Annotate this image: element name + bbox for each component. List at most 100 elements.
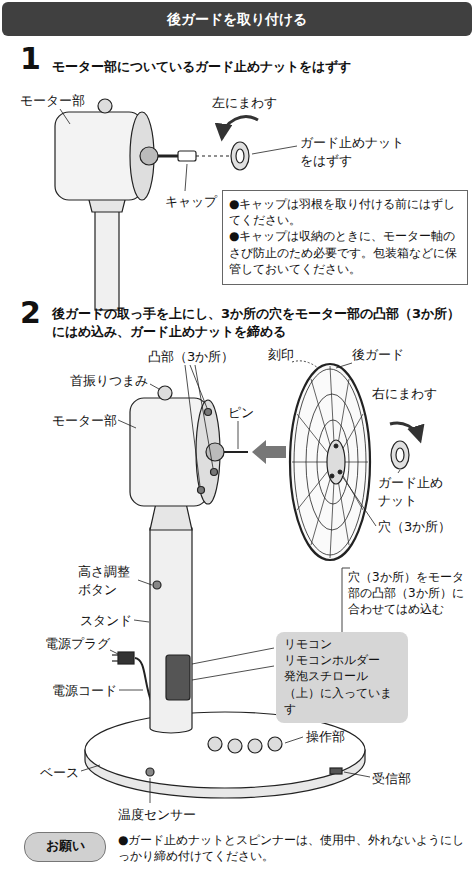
guard-rim	[290, 364, 370, 560]
leader-line	[336, 363, 352, 368]
leader-line	[192, 666, 274, 680]
part-name: モーター部	[52, 412, 117, 430]
box-text: ●キャップは収納のときに、モーター軸のさび防止のため必要です。包装箱などに保管し…	[229, 228, 461, 277]
shaft-cap	[178, 151, 196, 161]
leader-line	[185, 164, 187, 191]
part-name: ガード止めナット	[378, 474, 448, 509]
motor-hub	[140, 147, 158, 165]
guard-hole	[338, 470, 342, 474]
leader-line	[110, 650, 118, 654]
part-name: スタンド	[80, 612, 132, 630]
part-name: 操作部	[306, 728, 345, 746]
remote-holder	[166, 655, 190, 700]
control-button	[228, 739, 242, 753]
part-name: 穴（3か所）	[378, 518, 451, 536]
part-name: 温度センサー	[118, 806, 196, 824]
note-box: ●キャップは羽根を取り付ける前にはずしてください。●キャップは収納のときに、モー…	[222, 190, 468, 285]
motor-neck	[150, 503, 192, 530]
part-name: ピン	[228, 404, 254, 422]
rotate-arrow	[222, 117, 258, 138]
info-box: リモコンリモコンホルダー発泡スチロール（上）に入っています	[276, 632, 408, 723]
leader-line	[195, 365, 213, 468]
step-heading: 後ガードの取っ手を上にし、3か所の穴をモーター部の凸部（3か所）にはめ込み、ガー…	[52, 305, 467, 340]
instruction-label: 左にまわす	[212, 94, 277, 112]
leader-line	[238, 421, 239, 449]
guard-nut-hole	[396, 448, 404, 462]
leader-line	[285, 737, 303, 743]
receiver	[330, 768, 342, 774]
part-name: 高さ調整ボタン	[78, 563, 138, 598]
control-button	[208, 737, 222, 751]
guard-hub	[327, 440, 345, 484]
leader-line	[398, 470, 400, 473]
guard-nut	[231, 142, 249, 170]
rear-guard	[290, 364, 370, 560]
part-name: モーター部	[20, 92, 85, 110]
leader-line	[119, 690, 143, 691]
box-text: リモコン	[284, 636, 400, 652]
boss	[211, 469, 218, 476]
motor-shaft	[158, 155, 178, 158]
instruction-note: 穴（3か所）をモータ部の凸部（3か所）に合わせてはめ込む	[348, 569, 468, 618]
part-name: 首振りつまみ	[70, 372, 148, 390]
leader-line	[81, 765, 100, 771]
guard-nut-hole	[236, 149, 244, 163]
stand-pole	[95, 198, 119, 310]
part-name: 後ガード	[352, 346, 404, 364]
leader-line	[344, 772, 370, 777]
height-button	[153, 581, 161, 589]
part-name: 凸部（3か所）	[148, 348, 234, 366]
control-button	[268, 737, 282, 751]
title-bar	[2, 2, 472, 36]
part-name: ガード止めナットをはずす	[300, 134, 412, 169]
step-heading: モーター部についているガード止めナットをはずす	[52, 58, 351, 76]
notice-badge: お願い	[24, 832, 106, 862]
temp-sensor	[146, 768, 154, 776]
guard-hole	[334, 444, 338, 448]
note-bracket	[342, 568, 350, 569]
leader-line	[60, 109, 70, 124]
control-button	[248, 739, 262, 753]
rotate-arrow	[390, 423, 420, 440]
step-number: 2	[20, 298, 41, 328]
swing-knob	[98, 99, 112, 113]
stand-pole	[150, 528, 192, 733]
leader-line	[150, 384, 159, 389]
power-plug	[118, 652, 134, 664]
box-text: お願い	[31, 837, 99, 855]
leader-lines	[60, 109, 297, 191]
guide-line	[196, 155, 230, 156]
part-name: 電源コード	[52, 682, 117, 700]
leader-line	[134, 620, 149, 622]
base-top	[85, 712, 365, 788]
part-name: キャップ	[165, 193, 217, 211]
step-number: 1	[20, 44, 41, 74]
part-name: 電源プラグ	[45, 635, 110, 653]
insert-arrow	[252, 440, 286, 464]
leader-line	[252, 146, 297, 154]
boss	[205, 409, 212, 416]
leader-line	[185, 365, 200, 486]
leader-line	[118, 420, 136, 428]
swing-knob	[158, 386, 172, 400]
leader-line	[138, 580, 152, 585]
guard-hole	[330, 474, 334, 478]
guard-nut-2	[391, 441, 409, 469]
box-text: 発泡スチロール（上）に入っています	[284, 668, 400, 717]
plug-prong	[112, 660, 118, 661]
note-bracket	[342, 568, 343, 632]
page-title: 後ガードを取り付ける	[2, 2, 472, 36]
instruction-label: 右にまわす	[372, 385, 437, 403]
leader-line	[342, 476, 376, 526]
leader-line	[192, 648, 274, 664]
part-name: ベース	[40, 764, 79, 782]
leader-line	[150, 778, 151, 803]
part-name: 受信部	[372, 770, 411, 788]
boss	[198, 487, 205, 494]
plug-prong	[112, 654, 118, 655]
guard-spokes	[292, 366, 368, 558]
box-text: リモコンホルダー	[284, 652, 400, 668]
mark-indicator	[292, 361, 318, 368]
